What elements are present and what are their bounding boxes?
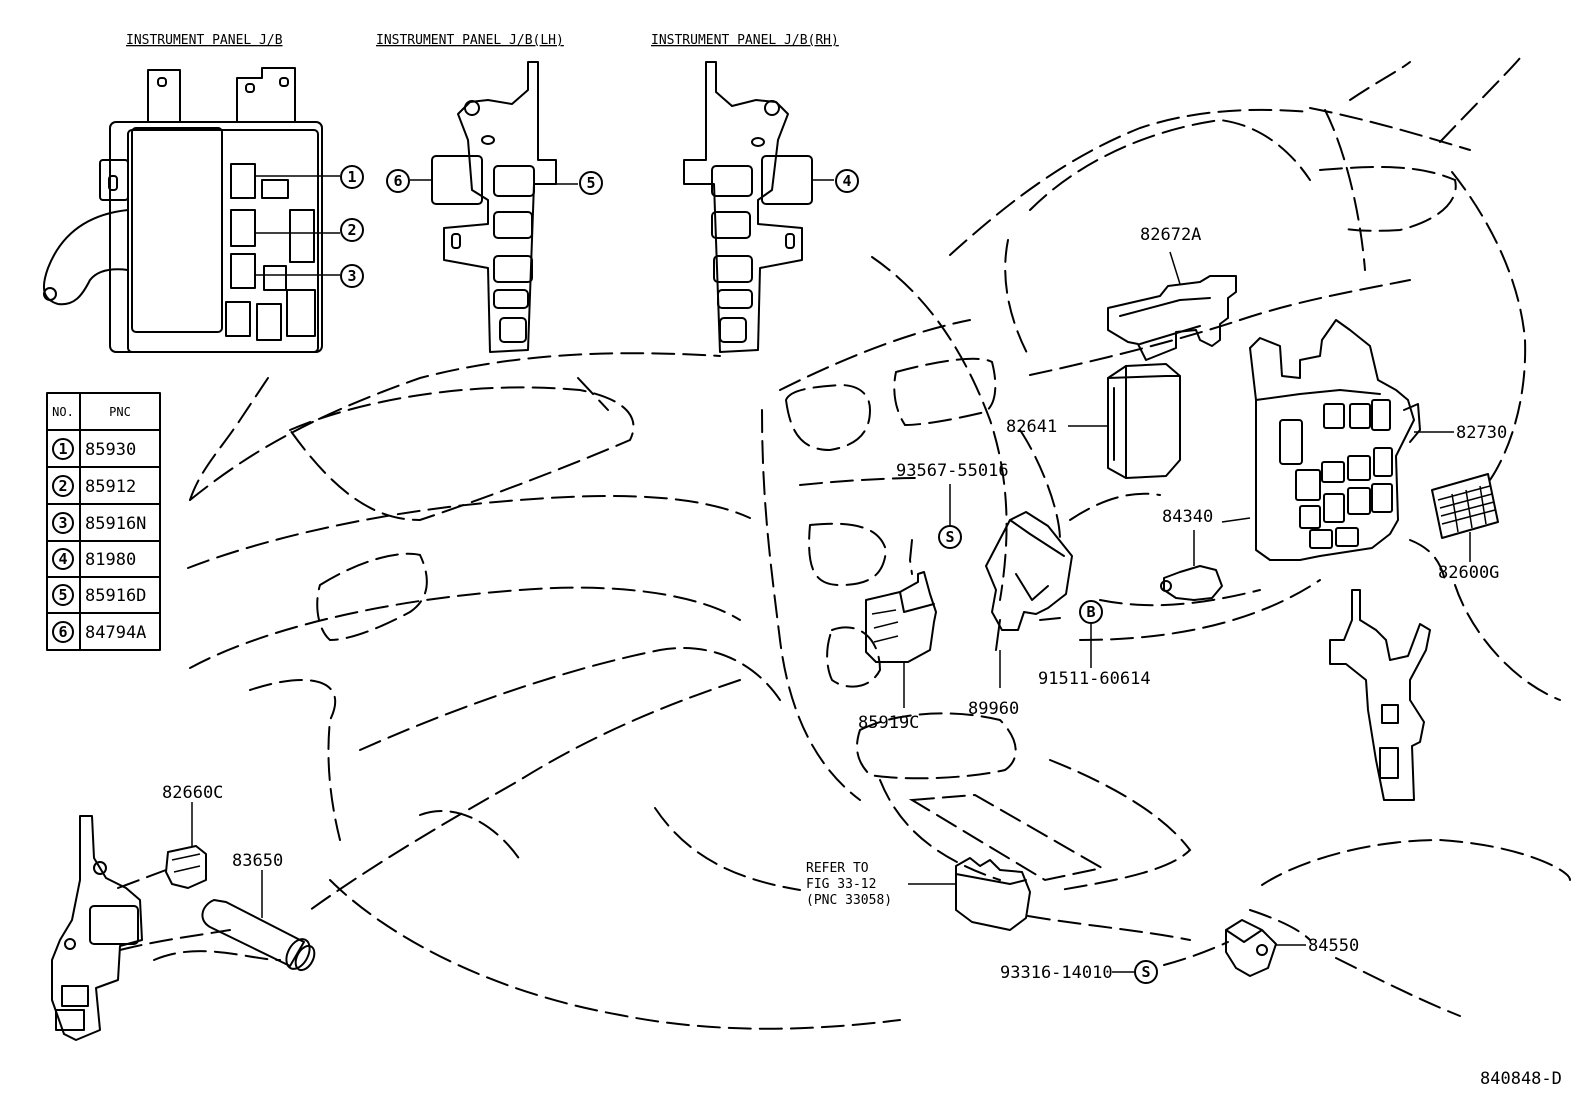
leader-83650-mount [119, 929, 231, 951]
leader-b-bolt [1039, 617, 1061, 621]
bracket-82672a [1107, 251, 1237, 361]
table-row: 1 85930 [52, 438, 136, 460]
label-84340: 84340 [1162, 507, 1213, 527]
refer-line-2: FIG 33-12 [806, 877, 876, 892]
header-jb-rh: INSTRUMENT PANEL J/B(RH) [651, 33, 839, 48]
callout-s-lower-label: S [1141, 963, 1150, 981]
switch-84340 [1160, 517, 1251, 601]
relay-82641 [1068, 363, 1181, 479]
label-82730: 82730 [1456, 423, 1507, 443]
callout-1-label: 1 [347, 168, 356, 186]
callout-4-label: 4 [842, 172, 851, 190]
svg-text:3: 3 [58, 514, 67, 532]
label-93316-14010: 93316-14010 [1000, 963, 1113, 983]
callout-s-lower [1134, 960, 1158, 984]
cylinder-83650 [201, 870, 316, 972]
pnc-table [46, 392, 161, 651]
label-82672a: 82672A [1140, 225, 1201, 245]
junction-block-main [42, 67, 340, 353]
table-row: 3 85916N [52, 512, 146, 534]
svg-text:85916D: 85916D [85, 586, 146, 606]
junction-block-lh [410, 61, 578, 353]
connector-82660c [165, 802, 207, 889]
svg-text:85912: 85912 [85, 477, 136, 497]
label-85919c: 85919C [858, 713, 919, 733]
table-row: 4 81980 [52, 548, 136, 570]
switch-84550 [1225, 919, 1306, 977]
table-row: 2 85912 [52, 475, 136, 497]
callout-3-label: 3 [347, 267, 356, 285]
callout-5 [579, 171, 603, 195]
svg-text:4: 4 [58, 550, 67, 568]
svg-text:84794A: 84794A [85, 623, 146, 643]
callout-s-upper-label: S [945, 528, 954, 546]
header-jb-main: INSTRUMENT PANEL J/B [126, 33, 283, 48]
svg-text:85930: 85930 [85, 440, 136, 460]
callout-6-label: 6 [393, 172, 402, 190]
bracket-lower-right [1329, 589, 1431, 801]
leader-s-upper [908, 539, 913, 575]
label-82600g: 82600G [1438, 563, 1499, 583]
svg-text:5: 5 [58, 586, 67, 604]
label-82641: 82641 [1006, 417, 1057, 437]
svg-text:1: 1 [58, 440, 67, 458]
table-row: 6 84794A [52, 621, 146, 643]
label-82660c: 82660C [162, 783, 223, 803]
label-84550: 84550 [1308, 936, 1359, 956]
svg-text:2: 2 [58, 477, 67, 495]
callout-3 [340, 264, 364, 288]
svg-text:6: 6 [58, 623, 67, 641]
refer-line-3: (PNC 33058) [806, 893, 892, 908]
junction-82730 [1249, 319, 1454, 561]
diagram-id: 840848-D [1480, 1069, 1562, 1089]
callout-s-upper [938, 525, 962, 549]
relay-85919c [865, 571, 937, 708]
label-plate-82600g [1431, 473, 1499, 562]
junction-block-rh [683, 61, 834, 353]
table-header-pnc: PNC [109, 405, 131, 419]
leader-82660c-mount [117, 869, 167, 889]
sensor-89960 [985, 511, 1073, 688]
callout-2 [340, 218, 364, 242]
callout-b-label: B [1086, 603, 1095, 621]
callout-1 [340, 165, 364, 189]
header-jb-lh: INSTRUMENT PANEL J/B(LH) [376, 33, 564, 48]
callout-4 [835, 169, 859, 193]
callout-5-label: 5 [586, 174, 595, 192]
label-83650: 83650 [232, 851, 283, 871]
bracket-lower-left [51, 815, 143, 1041]
dashboard-outline [153, 57, 1571, 1030]
callout-2-label: 2 [347, 221, 356, 239]
svg-text:85916N: 85916N [85, 514, 146, 534]
table-header-no: NO. [52, 405, 74, 419]
module-33058 [908, 857, 1031, 931]
table-row: 5 85916D [52, 584, 146, 606]
callout-b [1079, 600, 1103, 624]
callout-6 [386, 169, 410, 193]
refer-line-1: REFER TO [806, 861, 869, 876]
svg-text:81980: 81980 [85, 550, 136, 570]
label-91511-60614: 91511-60614 [1038, 669, 1151, 689]
label-89960: 89960 [968, 699, 1019, 719]
label-93567-55016: 93567-55016 [896, 461, 1009, 481]
